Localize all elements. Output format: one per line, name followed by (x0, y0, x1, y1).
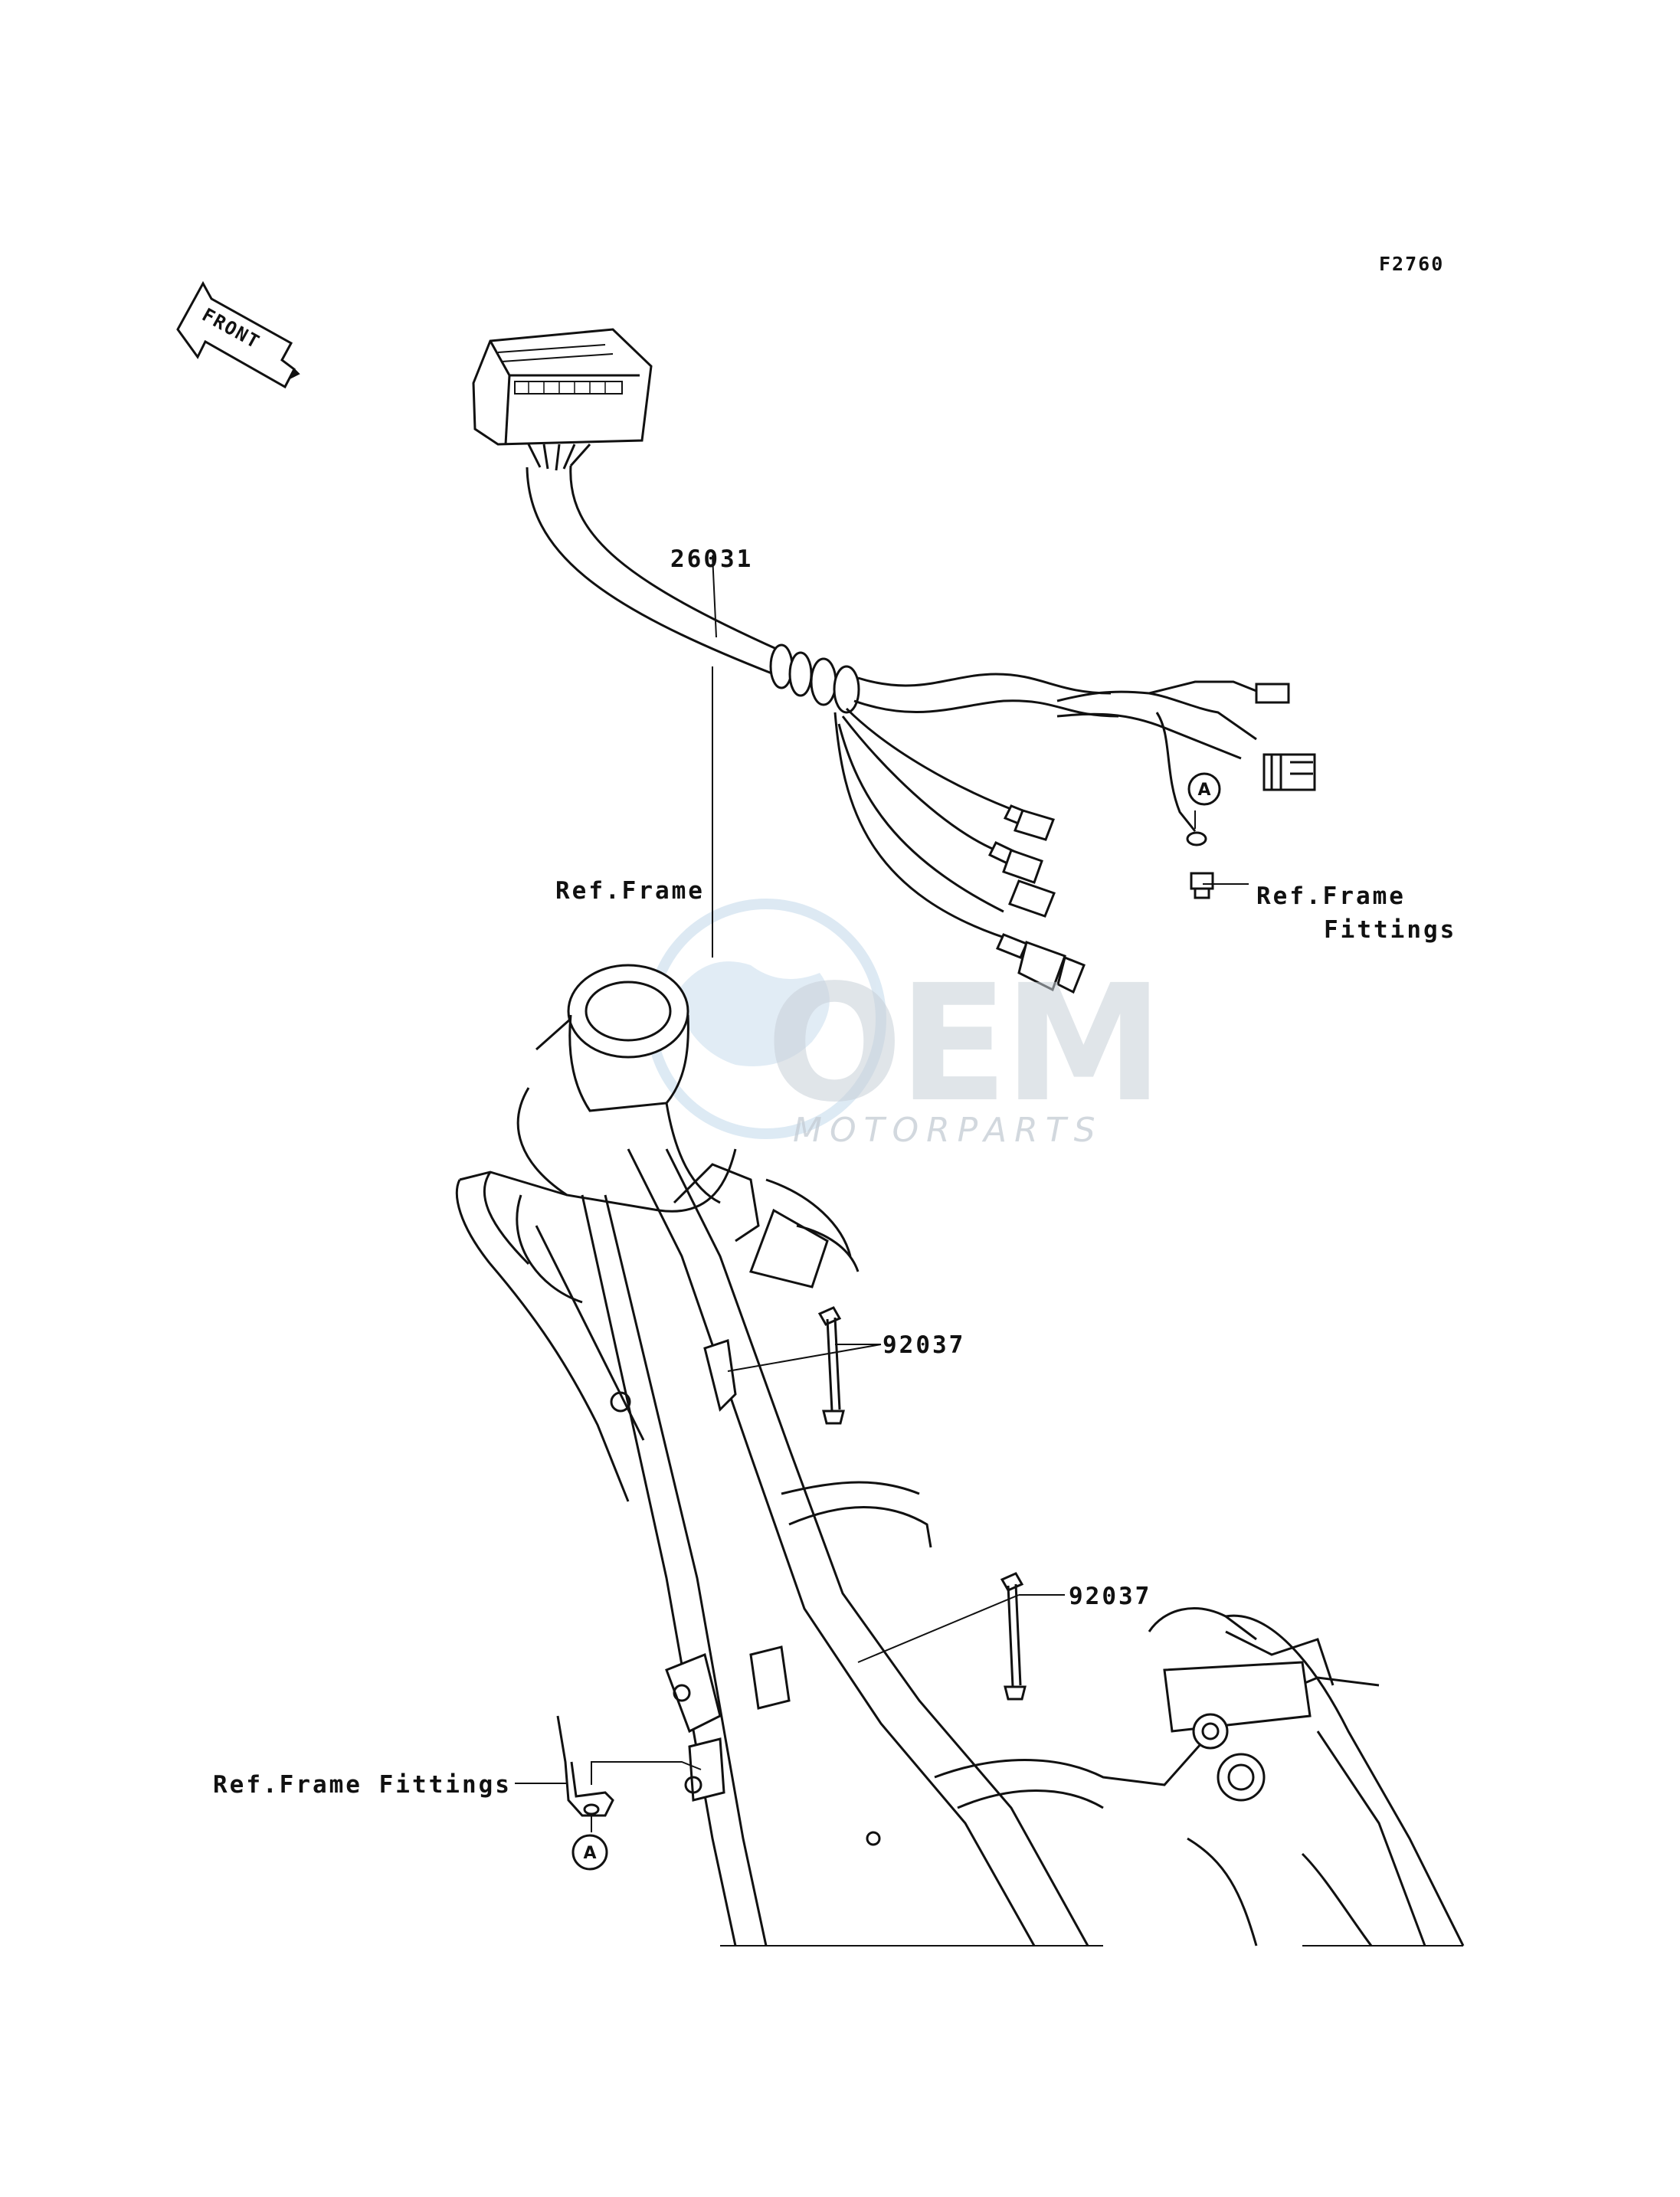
watermark-subtitle: MOTORPARTS (793, 1111, 1103, 1150)
wiring-harness-26031 (472, 328, 1316, 994)
label-ref-frame-fittings-top-line2: Fittings (1324, 916, 1457, 944)
band-strap-92037-lower (1000, 1572, 1027, 1701)
band-strap-92037-upper (817, 1306, 845, 1425)
motorcycle-frame (455, 964, 1465, 1947)
label-ref-frame: Ref.Frame (555, 877, 705, 905)
frame-fitting-bracket-bottom (556, 1715, 614, 1817)
label-92037-lower: 92037 (1069, 1583, 1152, 1610)
label-26031: 26031 (670, 545, 754, 573)
label-ref-frame-fittings-top-line1: Ref.Frame (1256, 882, 1406, 910)
label-92037-upper: 92037 (883, 1331, 966, 1359)
callout-a-top-letter: A (1197, 781, 1210, 800)
callout-a-bottom-letter: A (583, 1844, 596, 1863)
callout-a-bottom-icon: A (571, 1834, 608, 1871)
figure-code: F2760 (1379, 253, 1445, 275)
label-ref-frame-fittings-bottom: Ref.Frame Fittings (213, 1771, 512, 1799)
callout-a-top-icon: A (1187, 772, 1221, 806)
front-direction-arrow-icon: FRONT (176, 280, 300, 389)
leader-lines (515, 555, 1249, 1832)
watermark-brand: OEM (766, 950, 1164, 1138)
